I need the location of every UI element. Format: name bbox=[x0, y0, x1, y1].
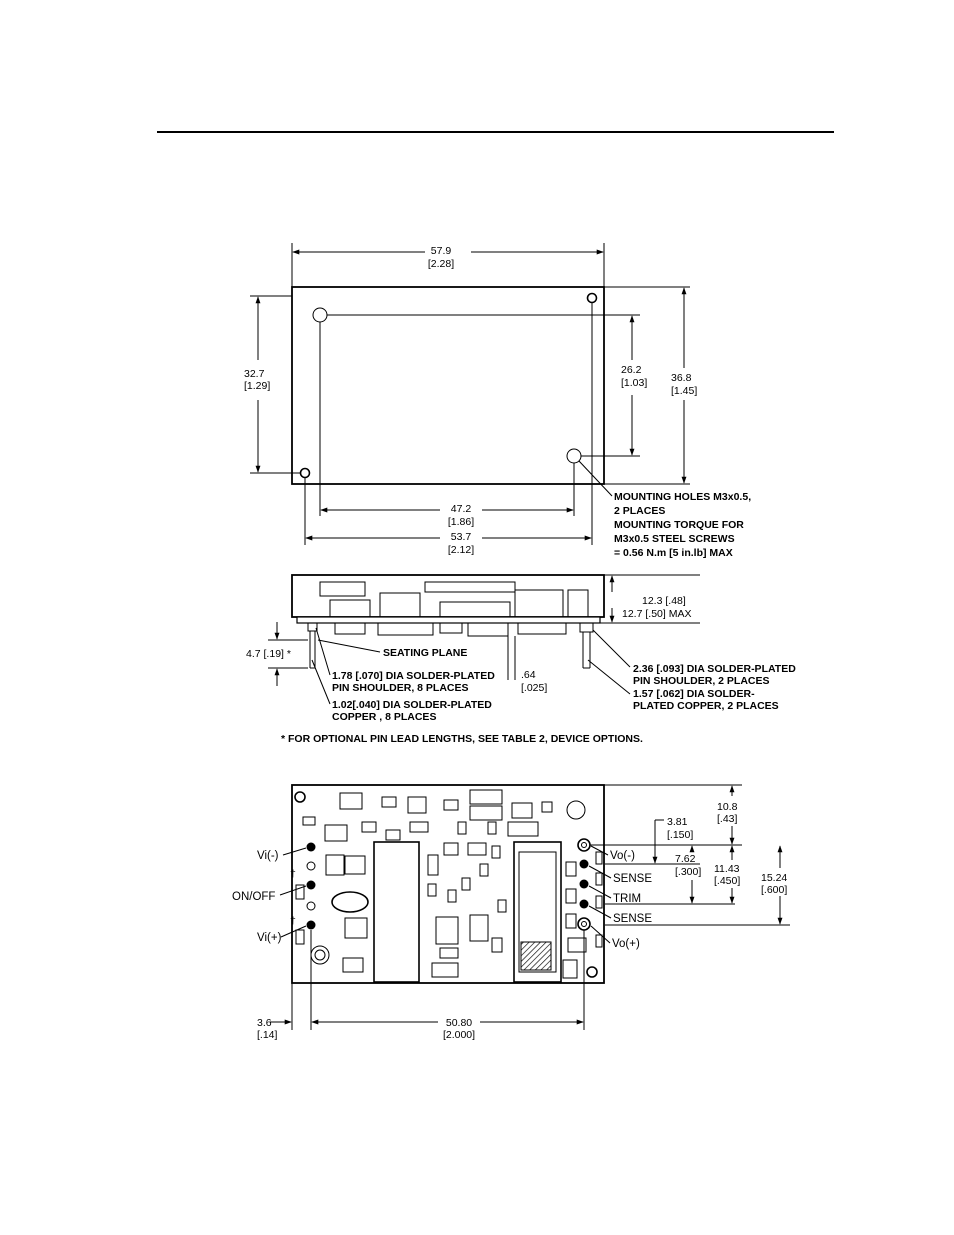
pin-large bbox=[579, 622, 594, 633]
corner-hole bbox=[586, 966, 598, 978]
dagger-mark: † bbox=[290, 868, 296, 880]
dim-left-height: 32.7 bbox=[244, 368, 265, 380]
dim-side-height: 12.3 [.48] bbox=[642, 595, 686, 607]
label-vo-plus: Vo(+) bbox=[612, 938, 640, 950]
module-outline-top bbox=[291, 286, 605, 485]
footnote: * FOR OPTIONAL PIN LEAD LENGTHS, SEE TAB… bbox=[281, 733, 643, 745]
note-large-shoulder: 2.36 [.093] DIA SOLDER-PLATED bbox=[633, 663, 796, 675]
dim-left-height-in: [1.29] bbox=[244, 380, 270, 392]
pin-vi-minus bbox=[306, 842, 316, 852]
pin-trim bbox=[579, 879, 589, 889]
electrolytic-cap bbox=[331, 891, 369, 913]
side-view: 12.3 [.48] 12.7 [.50] MAX 4.7 [.19] * SE… bbox=[246, 574, 796, 745]
label-sense-minus: SENSE bbox=[613, 873, 652, 885]
svg-text:2 PLACES: 2 PLACES bbox=[614, 505, 665, 517]
dim-overall-width: 57.9 bbox=[431, 245, 452, 257]
dim-edge-in: [.14] bbox=[257, 1029, 278, 1041]
dim-hole-spacing-h-in: [1.86] bbox=[448, 516, 474, 528]
dim-b: 7.62 bbox=[675, 853, 696, 865]
dim-span-in: [2.000] bbox=[443, 1029, 475, 1041]
note-large-copper: 1.57 [.062] DIA SOLDER- bbox=[633, 688, 755, 700]
dim-bottom-top-in: [.43] bbox=[717, 813, 738, 825]
bottom-view: Vi(-) † ON/OFF † Vi(+) Vo(-) SENSE TRIM … bbox=[232, 784, 790, 1041]
dim-d-in: [.600] bbox=[761, 884, 787, 896]
svg-text:MOUNTING TORQUE FOR: MOUNTING TORQUE FOR bbox=[614, 519, 744, 531]
pin-small bbox=[307, 622, 318, 632]
svg-text:M3x0.5 STEEL SCREWS: M3x0.5 STEEL SCREWS bbox=[614, 533, 735, 545]
dim-a: 3.81 bbox=[667, 816, 688, 828]
dim-outer-span-in: [2.12] bbox=[448, 544, 474, 556]
top-view: 57.9 [2.28] 32.7 [1.29] 26.2 [1.03] 36.8… bbox=[244, 243, 751, 559]
corner-hole bbox=[294, 791, 306, 803]
dim-span: 50.80 bbox=[446, 1017, 472, 1029]
pin-vi-plus bbox=[306, 920, 316, 930]
dim-pin-offset: .64 bbox=[521, 669, 536, 681]
dim-bottom-top: 10.8 bbox=[717, 801, 738, 813]
transformer-left bbox=[373, 841, 420, 983]
label-vi-plus: Vi(+) bbox=[257, 932, 282, 944]
pin-empty bbox=[306, 861, 316, 871]
pin-sense-minus bbox=[579, 859, 589, 869]
pin-on-off bbox=[306, 880, 316, 890]
dim-hole-spacing-v: 26.2 bbox=[621, 364, 642, 376]
dim-pin-length: 4.7 [.19] * bbox=[246, 648, 291, 660]
label-vo-minus: Vo(-) bbox=[610, 850, 635, 862]
dagger-mark: † bbox=[290, 915, 296, 927]
label-vi-minus: Vi(-) bbox=[257, 850, 279, 862]
dim-pin-offset-in: [.025] bbox=[521, 682, 547, 694]
dim-hole-spacing-v-in: [1.03] bbox=[621, 377, 647, 389]
svg-text:= 0.56 N.m [5 in.lb] MAX: = 0.56 N.m [5 in.lb] MAX bbox=[614, 547, 733, 559]
dim-c-in: [.450] bbox=[714, 875, 740, 887]
pin-sense-plus bbox=[579, 899, 589, 909]
dim-a-in: [.150] bbox=[667, 829, 693, 841]
svg-text:MOUNTING HOLES M3x0.5,: MOUNTING HOLES M3x0.5, bbox=[614, 491, 751, 503]
note-small-shoulder-2: PIN SHOULDER, 8 PLACES bbox=[332, 682, 469, 694]
dim-c: 11.43 bbox=[714, 863, 740, 875]
note-large-copper-2: PLATED COPPER, 2 PLACES bbox=[633, 700, 779, 712]
dim-hole-spacing-h: 47.2 bbox=[451, 503, 472, 515]
corner-hole bbox=[299, 467, 311, 479]
dim-outer-span: 53.7 bbox=[451, 531, 472, 543]
note-small-copper-2: COPPER , 8 PLACES bbox=[332, 711, 436, 723]
label-on-off: ON/OFF bbox=[232, 891, 275, 903]
dim-overall-width-in: [2.28] bbox=[428, 258, 454, 270]
note-small-copper: 1.02[.040] DIA SOLDER-PLATED bbox=[332, 699, 492, 711]
mounting-hole bbox=[566, 800, 586, 820]
dim-side-height-max: 12.7 [.50] MAX bbox=[622, 608, 691, 620]
pcb-side bbox=[296, 616, 601, 624]
note-small-shoulder: 1.78 [.070] DIA SOLDER-PLATED bbox=[332, 670, 495, 682]
label-sense-plus: SENSE bbox=[613, 913, 652, 925]
corner-hole bbox=[586, 292, 598, 304]
seating-plane-label: SEATING PLANE bbox=[383, 647, 467, 659]
label-trim: TRIM bbox=[613, 893, 641, 905]
dim-overall-height: 36.8 bbox=[671, 372, 692, 384]
note-large-shoulder-2: PIN SHOULDER, 2 PLACES bbox=[633, 675, 770, 687]
pin-empty bbox=[306, 901, 316, 911]
dim-overall-height-in: [1.45] bbox=[671, 385, 697, 397]
hatched-component bbox=[520, 941, 552, 971]
dim-b-in: [.300] bbox=[675, 866, 701, 878]
dim-edge: 3.6 bbox=[257, 1017, 272, 1029]
mounting-note: MOUNTING HOLES M3x0.5, 2 PLACES MOUNTING… bbox=[614, 491, 751, 559]
dim-d: 15.24 bbox=[761, 872, 787, 884]
